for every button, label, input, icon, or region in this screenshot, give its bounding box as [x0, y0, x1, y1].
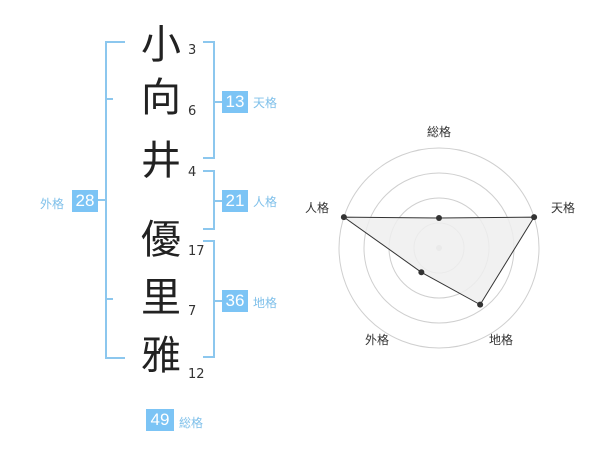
- soukaku-label: 総格: [179, 416, 204, 430]
- name-char-6: 雅: [141, 333, 181, 379]
- chikaku-label: 地格: [253, 296, 278, 310]
- chikaku-value: 36: [222, 290, 248, 312]
- radar-point-4: [418, 269, 425, 276]
- radar-point-5: [340, 214, 347, 221]
- name-char-2: 向: [141, 75, 181, 121]
- radar-point-2: [531, 214, 538, 221]
- radar-axis-label: 総格: [427, 124, 451, 139]
- stroke-count-3: 4: [188, 165, 197, 180]
- name-char-4: 優: [141, 217, 181, 263]
- jinkaku-value: 21: [222, 190, 248, 212]
- gaikaku-label: 外格: [40, 197, 65, 211]
- tenkaku-label: 天格: [253, 96, 278, 110]
- name-char-1: 小: [141, 22, 181, 68]
- tenkaku-value: 13: [222, 91, 248, 113]
- stroke-count-1: 3: [188, 43, 197, 58]
- name-char-3: 井: [141, 138, 181, 184]
- radar-grid-ring: [338, 147, 540, 349]
- stroke-count-6: 12: [188, 367, 205, 382]
- radar-axis-label: 地格: [489, 332, 513, 347]
- stroke-count-4: 17: [188, 244, 205, 259]
- stroke-count-2: 6: [188, 104, 197, 119]
- radar-axis-label: 天格: [551, 200, 575, 215]
- radar-axis-label: 外格: [365, 332, 389, 347]
- soukaku-value: 49: [146, 409, 174, 431]
- radar-point-1: [436, 215, 442, 221]
- jinkaku-label: 人格: [253, 195, 278, 209]
- gaikaku-value: 28: [72, 190, 98, 212]
- radar-area: [342, 216, 536, 306]
- stroke-count-5: 7: [188, 304, 197, 319]
- name-char-5: 里: [141, 275, 181, 321]
- radar-axis-label: 人格: [305, 200, 329, 215]
- radar-point-3: [477, 301, 484, 308]
